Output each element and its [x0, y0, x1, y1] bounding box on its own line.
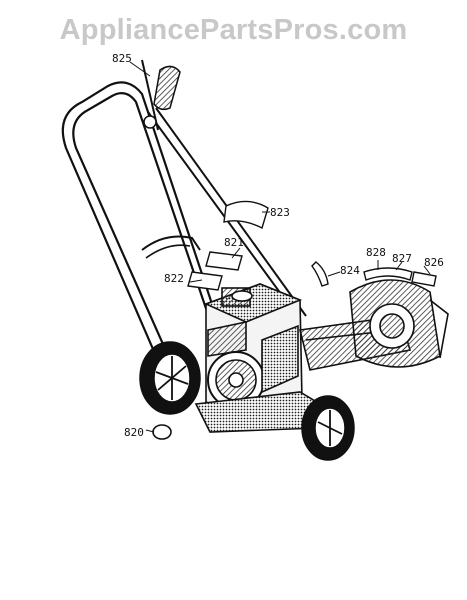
label-826: 826	[424, 256, 444, 269]
part-823-decal	[223, 200, 269, 229]
part-822-decal	[187, 271, 223, 291]
part-820-cap	[152, 424, 172, 440]
label-827: 827	[392, 252, 412, 265]
left-wheel	[139, 341, 201, 415]
leader-lines	[129, 61, 431, 433]
blade-housing	[349, 279, 449, 368]
label-822: 822	[164, 272, 184, 285]
label-825: 825	[112, 52, 132, 65]
label-821: 821	[224, 236, 244, 249]
label-828: 828	[366, 246, 386, 259]
part-828-827-decals	[363, 267, 437, 287]
throttle-control	[141, 59, 181, 131]
watermark-logo: AppliancePartsPros.com	[59, 14, 408, 46]
label-820: 820	[124, 426, 144, 439]
label-824: 824	[340, 264, 360, 277]
part-824-shield	[311, 261, 329, 287]
right-wheel	[301, 395, 355, 461]
part-821-decal	[205, 251, 243, 271]
label-823: 823	[270, 206, 290, 219]
